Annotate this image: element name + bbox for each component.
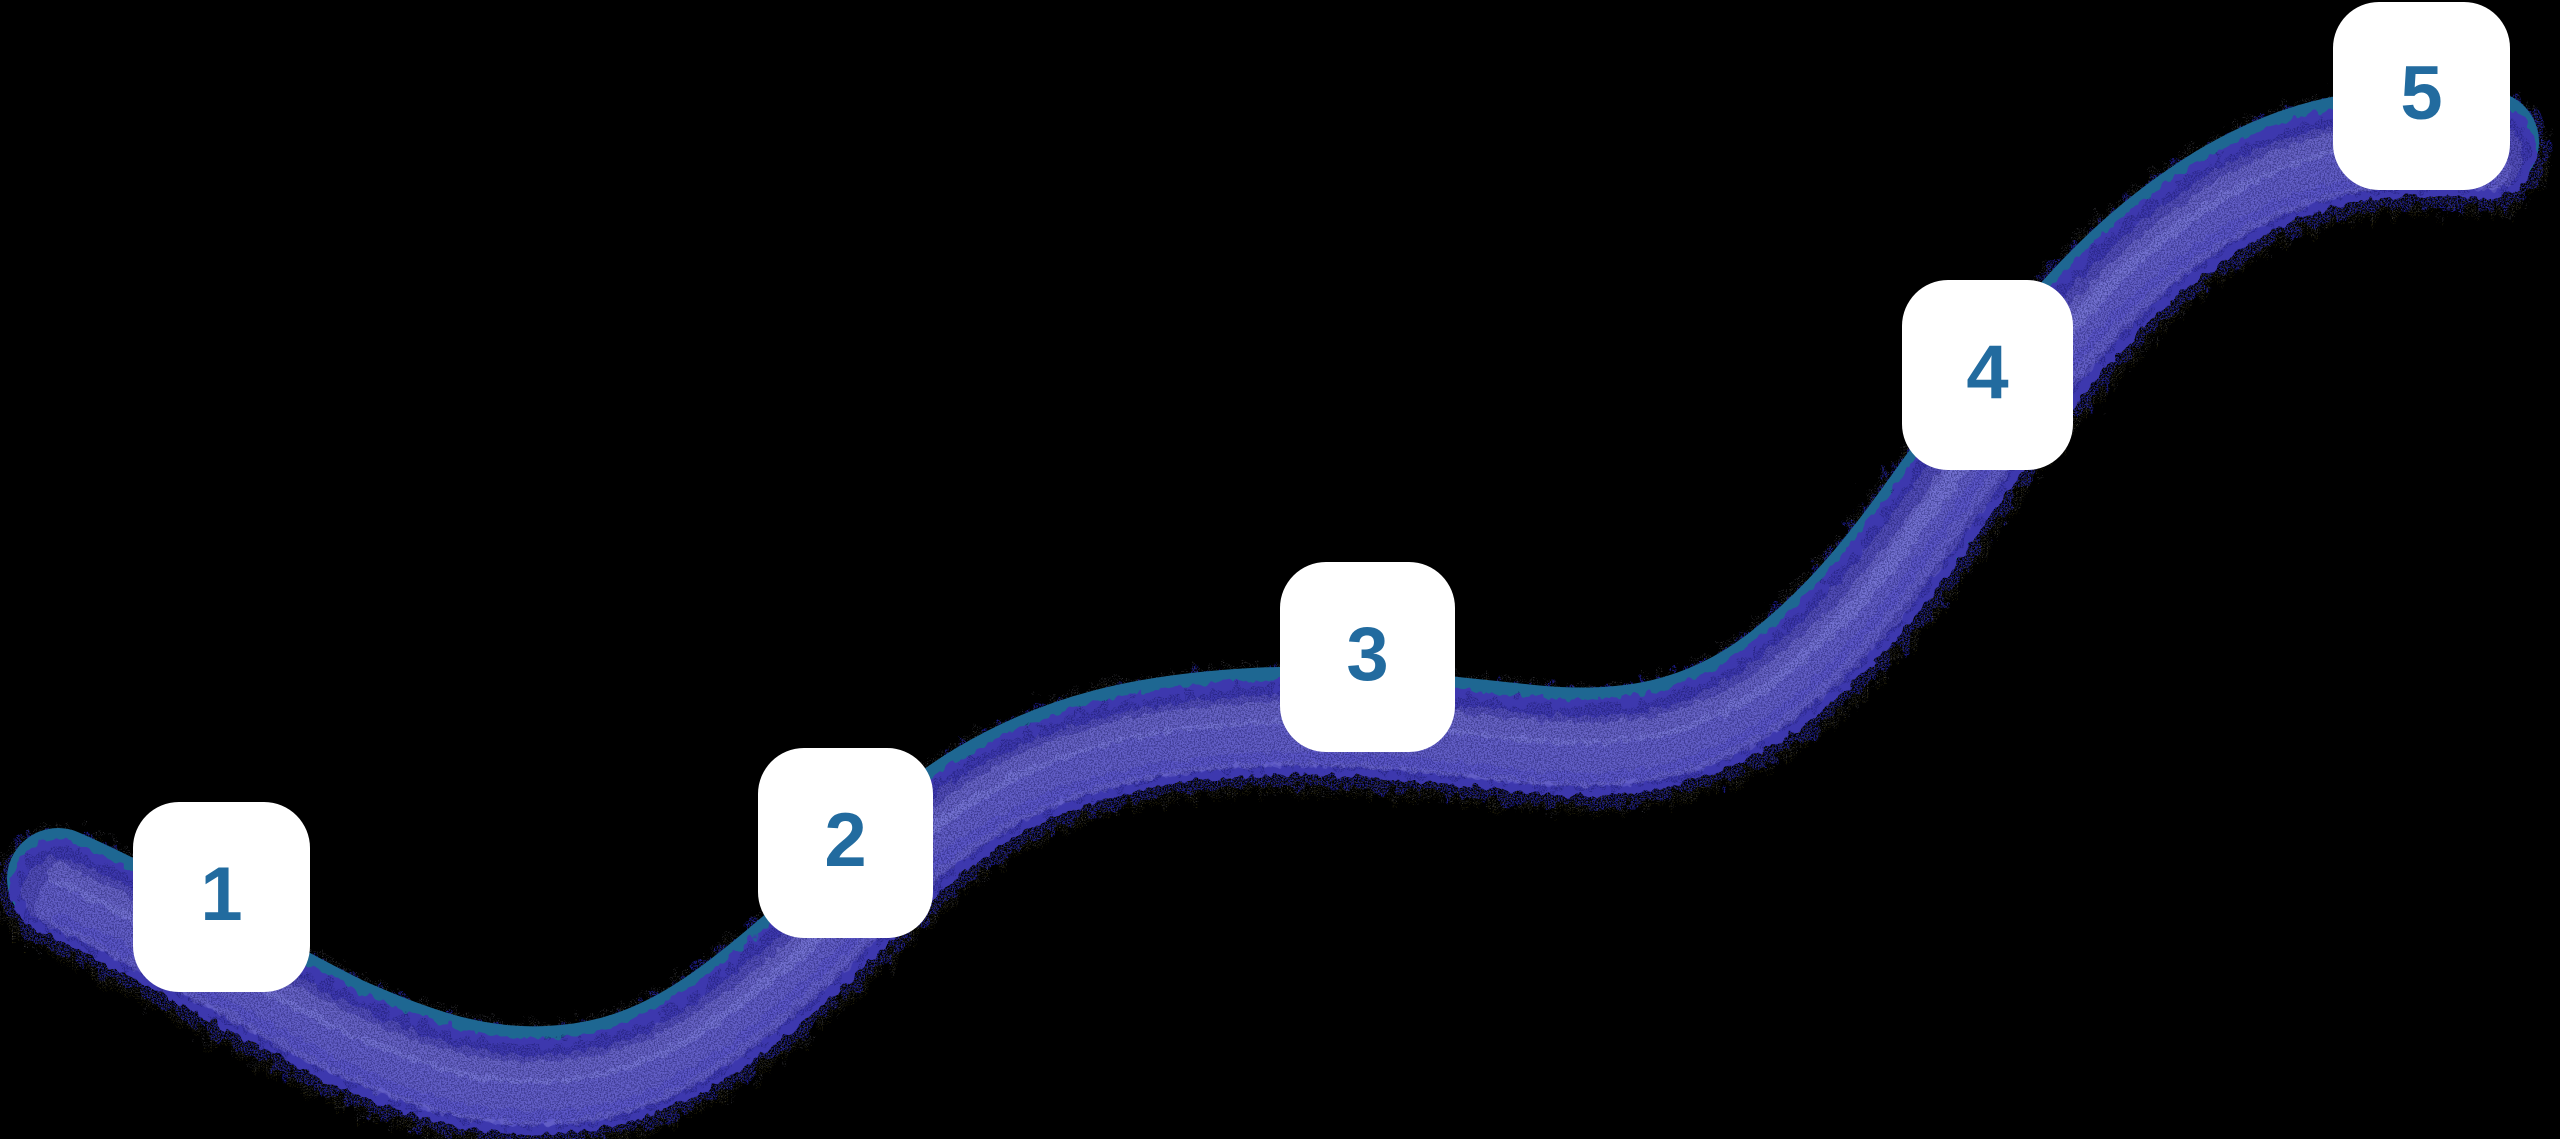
- step-number-3: 3: [1346, 612, 1389, 697]
- step-number-2: 2: [824, 798, 867, 883]
- step-card-2[interactable]: 2: [758, 748, 933, 938]
- step-card-4[interactable]: 4: [1902, 280, 2073, 470]
- path-interior-speckles: [58, 148, 2488, 1086]
- step-number-4: 4: [1966, 330, 2009, 415]
- step-card-5[interactable]: 5: [2333, 2, 2510, 190]
- step-number-1: 1: [200, 852, 243, 937]
- step-number-5: 5: [2400, 51, 2443, 136]
- step-card-3[interactable]: 3: [1280, 562, 1455, 752]
- step-card-1[interactable]: 1: [133, 802, 310, 992]
